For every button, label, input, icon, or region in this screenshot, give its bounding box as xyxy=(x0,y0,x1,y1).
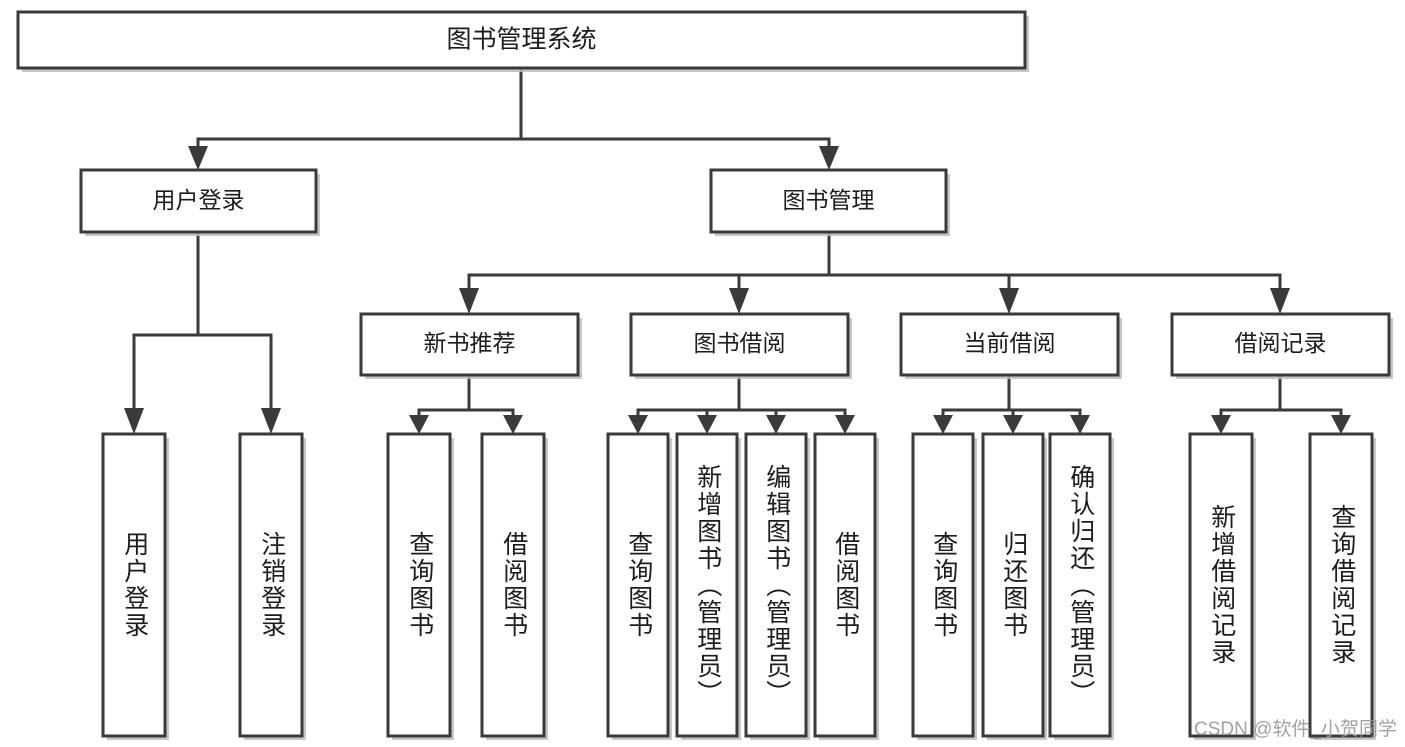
arrow-head-leaf-logout xyxy=(261,408,281,434)
node-new-book-recommend-box[interactable] xyxy=(359,312,580,377)
leaf-confirm-return-box[interactable] xyxy=(1048,432,1112,738)
connector-group-login xyxy=(124,230,281,434)
arrow-head-borrow-record xyxy=(1270,288,1290,314)
leaf-add-book-box[interactable] xyxy=(675,432,739,738)
arrow-head-new-book-rec xyxy=(459,288,479,314)
arrow-head-leaf-add-book xyxy=(697,415,717,434)
leaf-borrow-book-2-box[interactable] xyxy=(813,432,877,738)
connector-group-borrow-record xyxy=(1211,373,1351,434)
leaf-query-record-box[interactable] xyxy=(1308,432,1374,738)
arrow-head-leaf-query-book-2 xyxy=(628,415,648,434)
node-book-management-label: 图书管理 xyxy=(783,187,875,213)
arrow-head-leaf-query-record xyxy=(1331,415,1351,434)
watermark: CSDN @软件_小贺同学 xyxy=(1194,719,1397,740)
leaf-return-book-box[interactable] xyxy=(981,432,1045,738)
leaf-logout-box[interactable] xyxy=(238,432,304,738)
connector-group-root xyxy=(188,66,839,170)
arrow-head-leaf-confirm-return xyxy=(1070,415,1090,434)
node-current-borrow-box[interactable] xyxy=(899,312,1120,377)
node-book-management-box[interactable] xyxy=(709,168,948,234)
node-borrow-record[interactable]: 借阅记录 xyxy=(1170,312,1393,379)
connector-group-current-borrow xyxy=(933,373,1090,434)
leaf-query-book-3-box[interactable] xyxy=(911,432,975,738)
node-root-box[interactable] xyxy=(16,10,1027,70)
node-borrow-record-box[interactable] xyxy=(1170,312,1391,377)
leaf-query-book-2-box[interactable] xyxy=(606,432,670,738)
arrow-head-bookmgmt xyxy=(819,146,839,170)
arrow-head-current-borrow xyxy=(999,288,1019,314)
node-user-login-box[interactable] xyxy=(79,168,318,234)
leaf-query-book-1-box[interactable] xyxy=(386,432,452,738)
connector-group-book-borrow xyxy=(628,373,855,434)
arrow-head-leaf-user-login xyxy=(124,408,144,434)
leaf-add-record-box[interactable] xyxy=(1188,432,1254,738)
node-current-borrow-label: 当前借阅 xyxy=(964,330,1056,356)
connector-group-bookmgmt xyxy=(459,230,1290,314)
arrow-head-leaf-return-book xyxy=(1003,415,1023,434)
node-user-login[interactable]: 用户登录 xyxy=(79,168,320,236)
connector-group-new-book-rec xyxy=(409,373,523,434)
node-book-management[interactable]: 图书管理 xyxy=(709,168,950,236)
leaf-boxes xyxy=(101,432,1376,740)
arrow-head-login xyxy=(188,146,208,170)
node-borrow-record-label: 借阅记录 xyxy=(1235,330,1327,356)
node-book-borrow[interactable]: 图书借阅 xyxy=(629,312,852,379)
leaf-user-login-box[interactable] xyxy=(101,432,167,738)
leaf-edit-book-box[interactable] xyxy=(744,432,808,738)
node-book-borrow-label: 图书借阅 xyxy=(694,330,786,356)
arrow-head-leaf-add-record xyxy=(1211,415,1231,434)
arrow-head-leaf-edit-book xyxy=(766,415,786,434)
arrow-head-book-borrow xyxy=(729,288,749,314)
node-book-borrow-box[interactable] xyxy=(629,312,850,377)
arrow-head-leaf-query-book-1 xyxy=(409,415,429,434)
arrow-head-leaf-borrow-book-1 xyxy=(503,415,523,434)
node-new-book-recommend-label: 新书推荐 xyxy=(424,330,516,356)
node-user-login-label: 用户登录 xyxy=(153,187,245,213)
node-new-book-recommend[interactable]: 新书推荐 xyxy=(359,312,582,379)
arrow-head-leaf-query-book-3 xyxy=(933,415,953,434)
arrow-head-leaf-borrow-book-2 xyxy=(835,415,855,434)
leaf-borrow-book-1-box[interactable] xyxy=(480,432,546,738)
node-current-borrow[interactable]: 当前借阅 xyxy=(899,312,1122,379)
node-root[interactable]: 图书管理系统 xyxy=(16,10,1029,72)
node-root-label: 图书管理系统 xyxy=(446,26,596,54)
